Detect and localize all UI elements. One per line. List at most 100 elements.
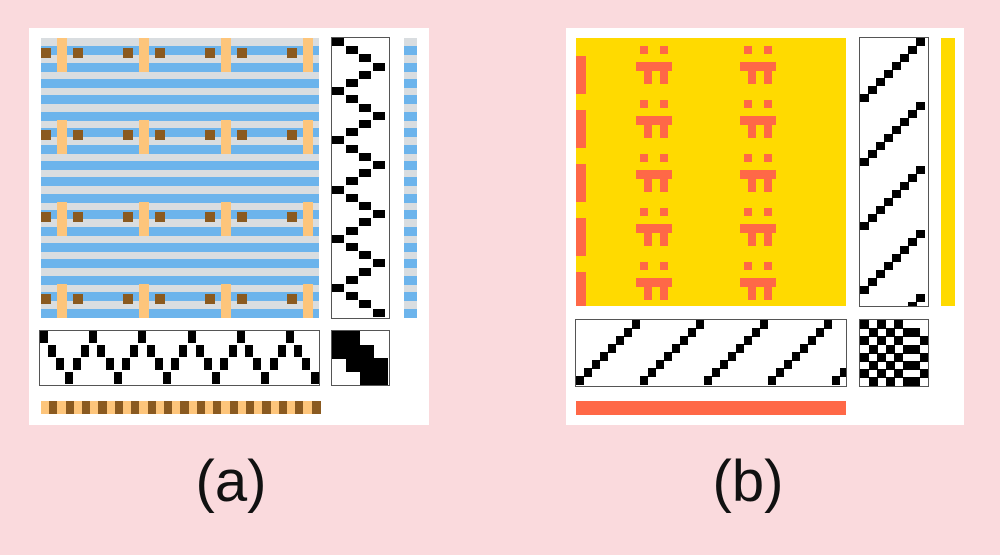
b-threading-grid	[575, 319, 847, 387]
threading-cell	[48, 345, 56, 357]
tieup-cell	[919, 352, 928, 362]
treadling-cell	[916, 294, 925, 302]
drawdown-motif	[764, 46, 772, 54]
drawdown-motif	[764, 232, 772, 246]
drawdown-motif	[764, 100, 772, 108]
drawdown-warp-float	[287, 48, 297, 58]
tieup-cell	[332, 344, 346, 359]
drawdown-warp-float	[155, 48, 165, 58]
treadling-cell	[868, 214, 877, 222]
tieup-cell	[902, 361, 912, 370]
threading-cell	[130, 345, 138, 357]
tieup-cell	[877, 320, 886, 329]
drawdown-warp-float	[123, 212, 133, 222]
threading-cell	[768, 376, 776, 385]
drawdown-motif	[744, 100, 752, 108]
drawdown-weft-band	[41, 292, 319, 301]
drawdown-motif	[640, 208, 648, 216]
treadling-cell	[332, 87, 344, 95]
treadling-cell	[892, 254, 901, 262]
drawdown-warp-float	[139, 38, 149, 72]
tieup-cell	[360, 358, 374, 372]
tieup-cell	[374, 371, 388, 385]
drawdown-warp-float	[123, 48, 133, 58]
weft-color-cell	[404, 243, 417, 252]
treadling-cell	[346, 276, 358, 284]
treadling-cell	[346, 292, 358, 300]
panel-b	[566, 28, 964, 425]
treadling-cell	[908, 174, 917, 182]
weft-color-cell	[404, 177, 417, 186]
drawdown-warp-float	[221, 38, 231, 72]
drawdown-warp-float	[57, 202, 67, 236]
treadling-cell	[900, 182, 909, 190]
drawdown-warp-float	[221, 284, 231, 318]
tieup-cell	[346, 358, 360, 372]
tieup-cell	[868, 377, 878, 386]
treadling-cell	[916, 102, 925, 110]
warp-color-cell	[115, 401, 124, 414]
treadling-cell	[908, 110, 917, 118]
treadling-cell	[346, 194, 358, 202]
drawdown-motif	[576, 218, 586, 256]
drawdown-weft-band	[41, 210, 319, 219]
drawdown-motif	[636, 224, 672, 233]
treadling-cell	[884, 70, 893, 78]
threading-cell	[286, 331, 294, 343]
threading-cell	[784, 360, 792, 369]
threading-cell	[40, 331, 48, 343]
threading-cell	[720, 360, 728, 369]
drawdown-weft-band	[41, 276, 319, 285]
drawdown-motif	[744, 46, 752, 54]
warp-color-cell	[82, 401, 91, 414]
drawdown-weft-band	[41, 128, 319, 137]
drawdown-warp-float	[237, 130, 247, 140]
drawdown-motif	[660, 178, 668, 192]
treadling-cell	[892, 126, 901, 134]
drawdown-motif	[640, 100, 648, 108]
threading-cell	[204, 358, 212, 370]
drawdown-motif	[636, 62, 672, 71]
drawdown-motif	[644, 286, 652, 300]
drawdown-warp-float	[73, 212, 83, 222]
treadling-cell	[359, 202, 371, 210]
warp-color-cell	[98, 401, 107, 414]
threading-cell	[840, 368, 846, 377]
threading-cell	[171, 358, 179, 370]
treadling-cell	[359, 54, 371, 62]
drawdown-weft-band	[41, 309, 319, 318]
tieup-cell	[885, 361, 895, 370]
treadling-cell	[373, 161, 385, 169]
drawdown-motif	[764, 70, 772, 84]
threading-cell	[245, 345, 253, 357]
drawdown-warp-float	[221, 120, 231, 154]
treadling-cell	[332, 136, 344, 144]
drawdown-motif	[740, 62, 776, 71]
drawdown-motif	[748, 232, 756, 246]
warp-color-cell	[262, 401, 271, 414]
threading-cell	[81, 345, 89, 357]
drawdown-weft-band	[41, 194, 319, 203]
treadling-cell	[346, 177, 358, 185]
warp-color-cell	[148, 401, 157, 414]
drawdown-weft-band	[41, 243, 319, 252]
threading-cell	[744, 336, 752, 345]
weft-color-cell	[404, 46, 417, 55]
threading-cell	[97, 345, 105, 357]
treadling-cell	[876, 270, 885, 278]
warp-color-cell	[131, 401, 140, 414]
drawdown-motif	[576, 272, 586, 306]
threading-cell	[188, 331, 196, 343]
threading-cell	[576, 376, 584, 385]
threading-cell	[760, 320, 768, 329]
threading-cell	[800, 344, 808, 353]
drawdown-motif	[744, 208, 752, 216]
treadling-cell	[373, 309, 385, 317]
treadling-cell	[916, 230, 925, 238]
a-warp-color-strip	[41, 401, 321, 414]
tieup-cell	[894, 369, 903, 379]
threading-cell	[89, 331, 97, 343]
tieup-cell	[877, 336, 886, 346]
threading-cell	[138, 331, 146, 343]
drawdown-warp-float	[221, 202, 231, 236]
